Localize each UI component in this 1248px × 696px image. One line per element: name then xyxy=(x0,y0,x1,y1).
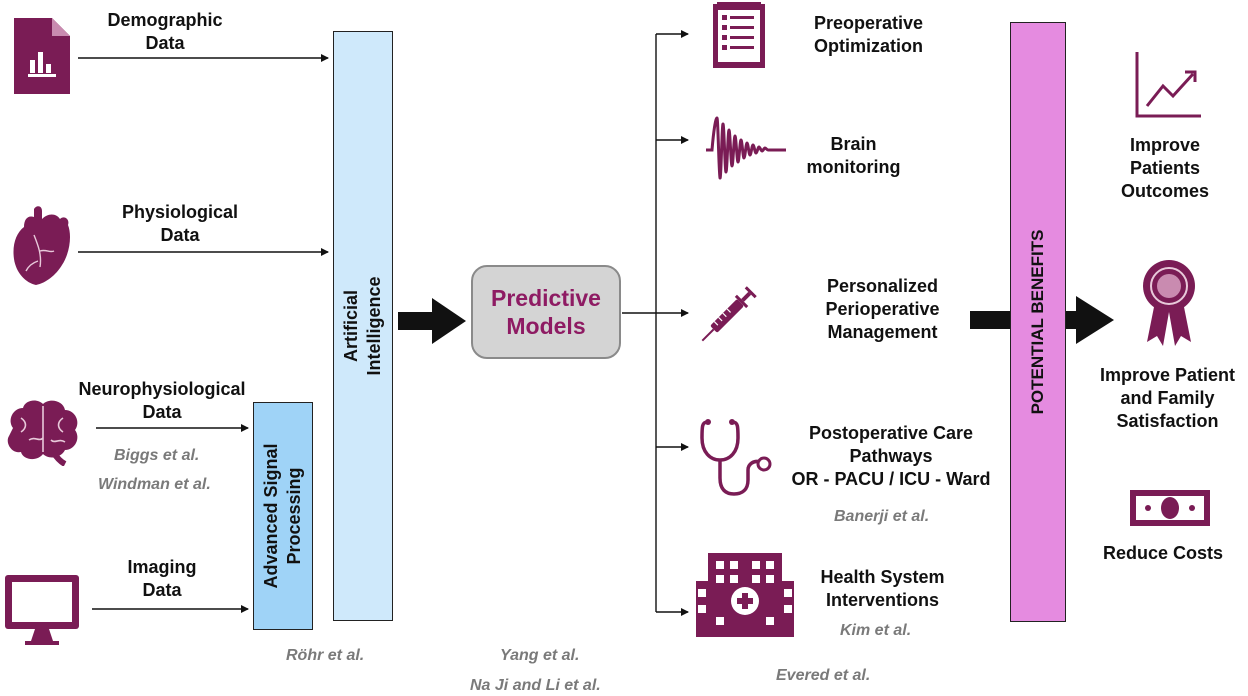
monitor-icon xyxy=(5,575,79,645)
outcomes-label: Improve Patients Outcomes xyxy=(1120,135,1210,201)
citation-windman: Windman et al. xyxy=(98,476,211,493)
money-icon xyxy=(1130,490,1210,526)
citation-yang: Yang et al. xyxy=(500,647,580,664)
demographic-label: Demographic Data xyxy=(107,10,223,53)
checklist-icon xyxy=(713,2,765,68)
brain-monitoring-label: Brain monitoring xyxy=(806,134,901,177)
syringe-icon xyxy=(701,286,757,342)
citation-kim: Kim et al. xyxy=(840,622,912,639)
signal-processing-bar: Advanced Signal Processing xyxy=(253,402,313,630)
brain-icon xyxy=(7,400,78,466)
costs-label: Reduce Costs xyxy=(1102,543,1224,563)
satisfaction-label: Improve Patient and Family Satisfaction xyxy=(1099,365,1236,431)
signal-processing-label: Advanced Signal Processing xyxy=(261,443,304,589)
personalized-label: Personalized Perioperative Management xyxy=(825,276,940,342)
hospital-icon xyxy=(696,553,794,637)
benefits-bar: POTENTIAL BENEFITS xyxy=(1010,22,1066,622)
citation-rohr: Röhr et al. xyxy=(286,647,365,664)
heart-icon xyxy=(13,206,70,285)
citation-evered: Evered et al. xyxy=(776,667,871,684)
postop-label: Postoperative Care Pathways OR - PACU / … xyxy=(791,423,991,489)
physiological-label: Physiological Data xyxy=(121,202,239,245)
health-system-label: Health System Interventions xyxy=(820,567,945,610)
citation-naji: Na Ji and Li et al. xyxy=(470,677,601,694)
ai-bar: Artificial Intelligence xyxy=(333,31,393,621)
trend-chart-icon xyxy=(1135,52,1201,118)
benefits-label: POTENTIAL BENEFITS xyxy=(1028,229,1047,415)
ai-label: Artificial Intelligence xyxy=(341,276,384,376)
imaging-label: Imaging Data xyxy=(127,557,197,600)
predictive-models-label: Predictive Models xyxy=(491,285,601,339)
citation-biggs: Biggs et al. xyxy=(114,447,200,464)
big-arrow-ai-to-models xyxy=(398,298,466,344)
brain-wave-icon xyxy=(706,116,786,180)
award-ribbon-icon xyxy=(1143,260,1195,346)
neurophysiological-label: Neurophysiological Data xyxy=(78,379,246,422)
stethoscope-icon xyxy=(700,419,772,496)
citation-banerji: Banerji et al. xyxy=(834,508,930,525)
document-chart-icon xyxy=(14,18,70,94)
predictive-models-box: Predictive Models xyxy=(471,265,621,359)
preop-label: Preoperative Optimization xyxy=(813,13,924,56)
